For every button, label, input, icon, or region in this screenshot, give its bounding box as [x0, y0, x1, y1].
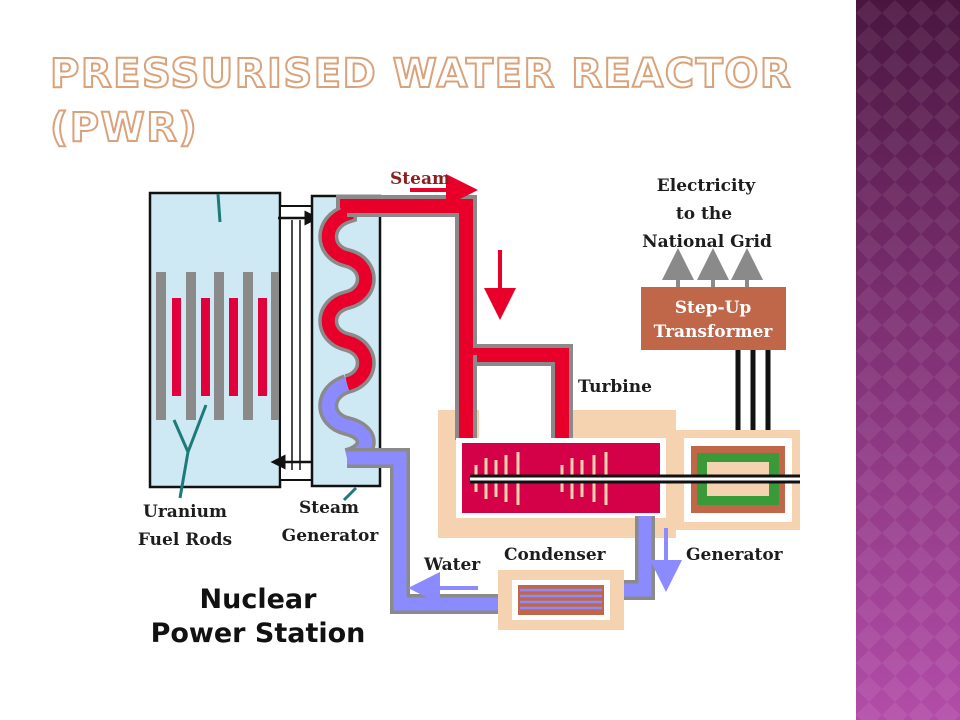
decorative-side-band	[856, 0, 960, 720]
primary-loop-pipe	[270, 205, 320, 481]
slide-title-continued: (PWR)	[49, 105, 199, 151]
electricity-label-2: to the	[676, 204, 732, 224]
control-rod	[216, 193, 222, 223]
uranium-pointer-branch	[172, 419, 190, 453]
uranium-label-2: Fuel Rods	[138, 530, 232, 550]
steam-label: Steam	[390, 169, 450, 189]
fuel-rods	[156, 272, 279, 420]
station-label-1: Nuclear	[200, 584, 318, 615]
condenser-label: Condenser	[504, 545, 607, 565]
station-label-2: Power Station	[151, 618, 366, 649]
transformer-label-1: Step-Up	[675, 298, 752, 318]
step-up-transformer: Step-Up Transformer	[641, 287, 786, 350]
turbine-shaft	[470, 474, 800, 484]
water-label: Water	[423, 555, 481, 575]
steam-generator-label-1: Steam	[299, 498, 359, 518]
electricity-label-3: National Grid	[642, 232, 772, 252]
uranium-label-1: Uranium	[143, 502, 227, 522]
steam-generator-label-2: Generator	[282, 526, 380, 546]
transformer-label-2: Transformer	[654, 322, 774, 342]
transformer-cables	[735, 350, 771, 430]
condenser	[498, 570, 624, 630]
slide-title: PRESSURISED WATER REACTOR	[49, 51, 793, 97]
turbine-label: Turbine	[578, 377, 652, 397]
grid-arrows	[662, 248, 763, 287]
generator-label: Generator	[686, 545, 784, 565]
steam-generator-pointer	[342, 486, 358, 502]
electricity-label-1: Electricity	[657, 176, 757, 196]
